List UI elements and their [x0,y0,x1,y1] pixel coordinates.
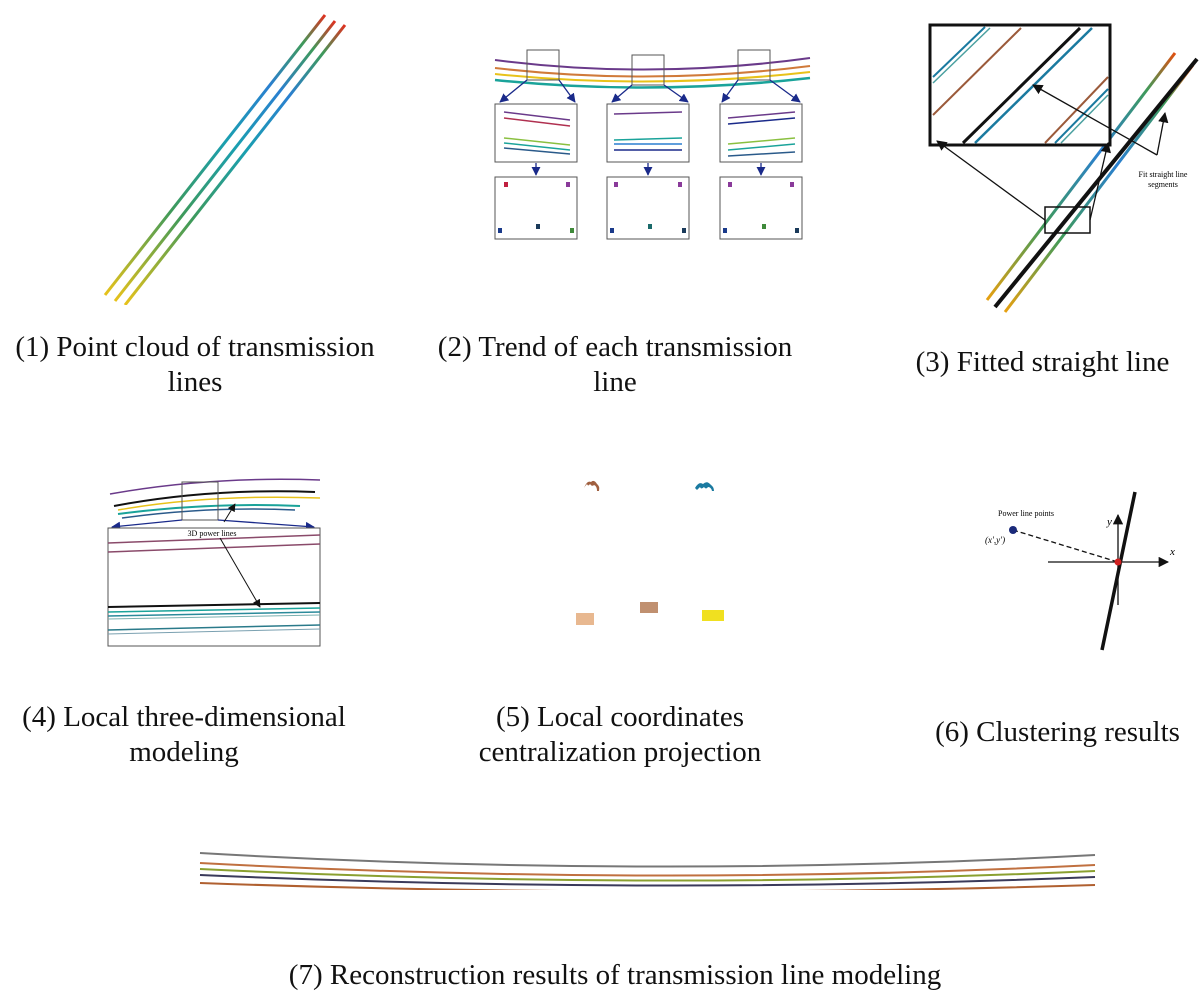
cloud-line-3 [123,24,347,305]
panel-2-trend [490,40,820,245]
trend-figure [494,49,811,240]
caption-3: (3) Fitted straight line [915,346,1170,378]
projection-figure [576,480,724,625]
panel-6-clustering: Power line points (x',y') x y [978,485,1200,660]
cluster-peach [576,613,594,625]
cloud-line-1 [103,14,327,296]
zoom-box-1 [526,49,560,81]
coord-label: (x',y') [985,535,1005,545]
point-cloud-figure [103,14,347,305]
fitted-line-figure: Fit straight line segments [928,23,1199,313]
detail-box-2 [606,103,690,163]
clustering-figure: Power line points (x',y') x y [985,491,1175,651]
caption-5: (5) Local coordinates centralization pro… [478,701,762,768]
fitted-line [993,57,1199,309]
reconstruction-figure [199,852,1096,890]
cluster-brown [584,480,600,491]
annotation-text-1: Fit straight line [1139,170,1188,179]
caption-4: (4) Local three-dimensional modeling [22,701,346,768]
projection-box-3 [719,176,803,240]
caption-1: (1) Point cloud of transmission lines [15,331,375,398]
cluster-teal [695,482,714,491]
power-line-point [1009,526,1017,534]
fitted-line-6 [1100,491,1137,651]
point-label: Power line points [998,509,1054,518]
detail-box-1 [494,103,578,163]
caption-6: (6) Clustering results [935,716,1180,748]
origin-point [1114,558,1122,566]
cluster-tan [640,602,658,613]
cluster-yellow [702,610,724,621]
panel-1-point-cloud [90,5,360,305]
panel-5-projection [560,470,750,635]
panel-3-fitted-line: Fit straight line segments [925,15,1200,320]
annotation-text-2: segments [1148,180,1178,189]
zoom-box-2 [631,54,665,86]
local-3d-figure: 3D power lines [107,478,321,647]
cloud-line-2 [113,20,337,302]
caption-2: (2) Trend of each transmission line [437,331,793,398]
zoom-box-3 [737,49,771,81]
panel-4-local-3d: 3D power lines [100,470,330,652]
projection-box-2 [606,176,690,240]
annotation-3d-power-lines: 3D power lines [188,529,237,538]
panel-7-reconstruction [195,845,1105,890]
detail-box-3 [719,103,803,163]
caption-7: (7) Reconstruction results of transmissi… [288,959,942,991]
y-axis-label: y [1106,516,1112,528]
x-axis-label: x [1169,546,1175,558]
projection-box-1 [494,176,578,240]
